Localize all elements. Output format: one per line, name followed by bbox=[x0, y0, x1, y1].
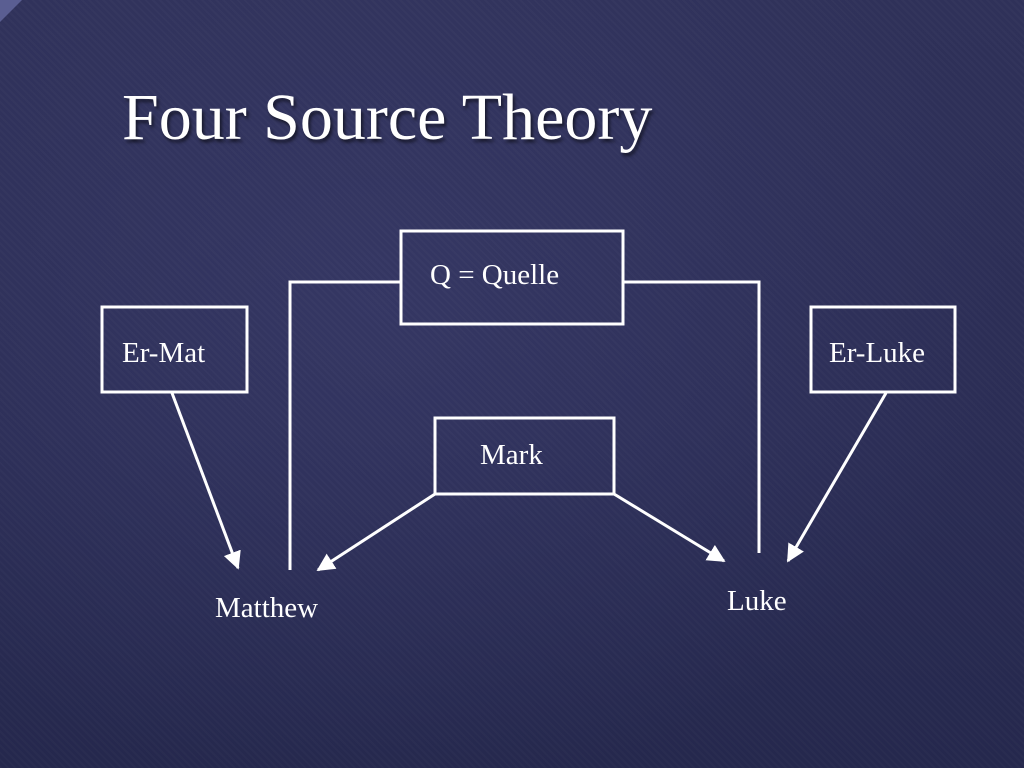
edge-er-luke-to-luke bbox=[786, 392, 888, 563]
er-luke-label: Er-Luke bbox=[829, 337, 926, 369]
edge-mark-to-luke bbox=[613, 492, 726, 563]
corner-bracket-icon bbox=[0, 0, 22, 22]
q-quelle-label: Q = Quelle bbox=[430, 259, 560, 291]
edge-er-mat-to-matthew bbox=[170, 392, 241, 570]
slide-title: Four Source Theory bbox=[122, 81, 653, 154]
q-quelle-box bbox=[399, 229, 625, 326]
luke-label: Luke bbox=[727, 585, 787, 617]
edge-q-to-luke bbox=[623, 280, 761, 553]
mark-label: Mark bbox=[480, 439, 543, 471]
mark-box bbox=[433, 416, 616, 496]
er-luke-box bbox=[809, 305, 957, 394]
er-mat-label: Er-Mat bbox=[122, 337, 206, 369]
edge-mark-to-matthew bbox=[316, 492, 436, 572]
er-mat-box bbox=[100, 305, 249, 394]
matthew-label: Matthew bbox=[215, 592, 319, 624]
edge-q-to-matthew bbox=[288, 280, 401, 570]
